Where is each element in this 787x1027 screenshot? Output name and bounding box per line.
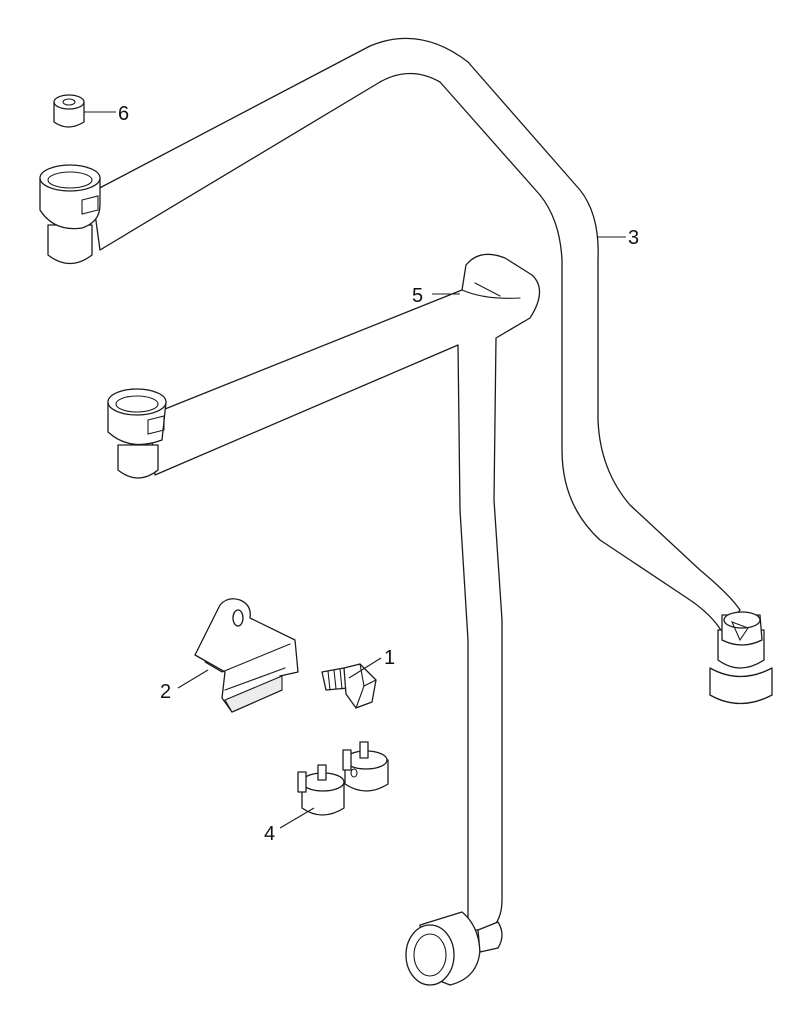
- leader-4: [279, 807, 315, 829]
- hose-3-connector-bottom: [709, 611, 773, 705]
- hose-part-5: [107, 253, 541, 986]
- callout-5: 5: [412, 285, 423, 307]
- leader-2: [177, 669, 209, 689]
- hose-3-connector-top: [39, 164, 101, 265]
- callout-6: 6: [118, 103, 129, 125]
- hose-5-connector-left: [107, 388, 167, 479]
- hose-part-3: [39, 37, 773, 705]
- leader-1: [348, 657, 382, 679]
- callout-1: 1: [384, 647, 395, 669]
- callout-3: 3: [628, 227, 639, 249]
- callout-4: 4: [264, 823, 275, 845]
- clip-right: [342, 741, 389, 792]
- callout-2: 2: [160, 681, 171, 703]
- bushing-part-6: [53, 94, 85, 128]
- hose-5-connector-bottom: [405, 911, 503, 986]
- clip-left: [297, 764, 345, 816]
- clips-part-4: [297, 741, 389, 816]
- bracket-part-2: [194, 598, 299, 713]
- bolt-part-1: [321, 663, 377, 709]
